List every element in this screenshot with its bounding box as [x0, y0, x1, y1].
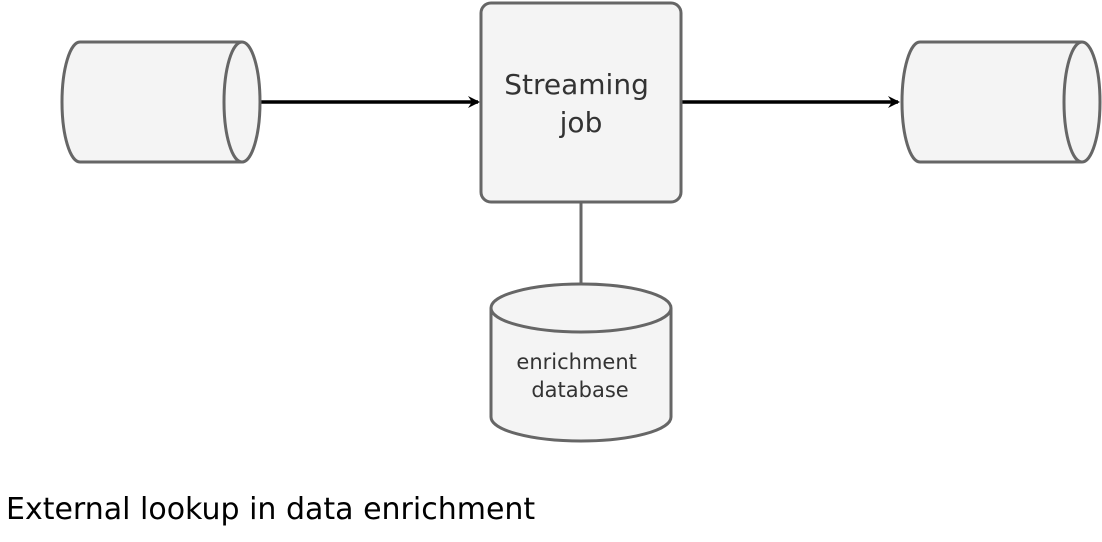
- enrichment-database-label-line-2: database: [531, 378, 628, 402]
- streaming-job-label: Streaming job: [504, 68, 658, 139]
- output-queue-cap: [1062, 40, 1083, 164]
- output-queue-node: [900, 40, 1102, 164]
- enrichment-database-cap: [489, 307, 673, 334]
- streaming-job-box: [479, 1, 683, 204]
- enrichment-database-label: enrichment database: [516, 350, 643, 402]
- streaming-job-label-line-1: Streaming: [504, 68, 649, 101]
- input-queue-node: [60, 40, 262, 164]
- input-queue-cap: [222, 40, 243, 164]
- streaming-job-node: Streaming job: [479, 1, 683, 204]
- streaming-job-label-line-2: job: [559, 106, 603, 139]
- enrichment-database-label-line-1: enrichment: [516, 350, 636, 374]
- enrichment-database-body: [489, 282, 673, 443]
- enrichment-database-node: enrichment database: [489, 282, 673, 443]
- diagram-caption: External lookup in data enrichment: [6, 492, 536, 527]
